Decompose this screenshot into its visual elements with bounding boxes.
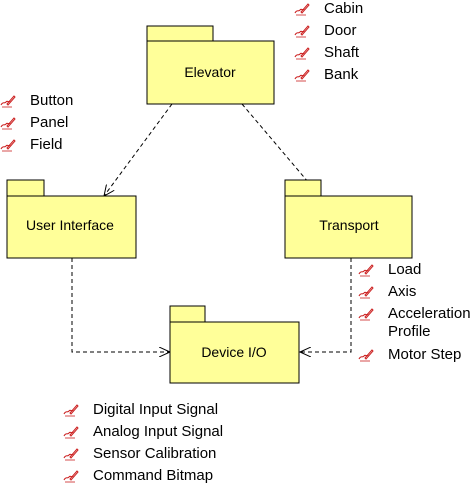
class-item: Analog Input Signal: [63, 423, 223, 445]
class-item-label: Command Bitmap: [93, 467, 214, 484]
class-item-label: Motor Step: [388, 346, 462, 363]
elevator-class-list: Cabin Door Shaft Bank: [294, 0, 363, 88]
class-item: Panel: [0, 114, 73, 136]
transport-class-list: Load Axis Acceleration Profile Motor Ste…: [358, 261, 474, 368]
class-item: Cabin: [294, 0, 363, 22]
class-item: Door: [294, 22, 363, 44]
package-elevator[interactable]: Elevator: [146, 25, 275, 105]
package-device-io-label: Device I/O: [201, 344, 266, 360]
class-item-label: Load: [388, 261, 422, 278]
class-item-label: Digital Input Signal: [93, 401, 219, 418]
dependency-user-interface-to-device-io: [71, 258, 170, 352]
class-item: Axis: [358, 283, 474, 305]
class-icon: [0, 138, 16, 152]
dependency-elevator-to-user-interface: [104, 103, 173, 196]
device-io-class-list: Digital Input Signal Analog Input Signal…: [63, 401, 223, 489]
package-user-interface-label: User Interface: [26, 217, 114, 233]
class-icon: [63, 403, 79, 417]
class-item-label: Button: [30, 92, 74, 109]
class-item-label: Shaft: [324, 44, 360, 61]
class-icon: [0, 94, 16, 108]
class-item-label: Axis: [388, 283, 417, 300]
package-transport-label: Transport: [319, 217, 379, 233]
class-item-label: Field: [30, 136, 63, 153]
class-icon: [358, 263, 374, 277]
class-icon: [0, 116, 16, 130]
class-icon: [63, 425, 79, 439]
dependency-transport-to-device-io: [300, 258, 352, 352]
user-interface-class-list: Button Panel Field: [0, 92, 73, 158]
class-item-label: Analog Input Signal: [93, 423, 224, 440]
class-item-label: Acceleration Profile: [388, 305, 471, 340]
class-icon: [294, 68, 310, 82]
class-icon: [63, 469, 79, 483]
package-user-interface[interactable]: User Interface: [6, 179, 137, 259]
package-device-io[interactable]: Device I/O: [169, 305, 300, 384]
class-item: Shaft: [294, 44, 363, 66]
class-item-label: Bank: [324, 66, 359, 83]
class-item: Acceleration Profile: [358, 305, 474, 346]
class-item: Digital Input Signal: [63, 401, 223, 423]
class-item: Load: [358, 261, 474, 283]
class-item: Button: [0, 92, 73, 114]
class-item: Motor Step: [358, 346, 474, 368]
class-item-label: Cabin: [324, 0, 364, 17]
class-icon: [294, 2, 310, 16]
class-icon: [358, 285, 374, 299]
class-item: Bank: [294, 66, 363, 88]
class-item: Field: [0, 136, 73, 158]
class-icon: [294, 24, 310, 38]
package-elevator-label: Elevator: [184, 64, 236, 80]
class-icon: [358, 307, 374, 321]
class-item: Command Bitmap: [63, 467, 223, 489]
class-icon: [63, 447, 79, 461]
class-item-label: Sensor Calibration: [93, 445, 217, 462]
package-transport[interactable]: Transport: [284, 179, 413, 259]
class-icon: [358, 348, 374, 362]
class-item-label: Panel: [30, 114, 69, 131]
class-item: Sensor Calibration: [63, 445, 223, 467]
class-icon: [294, 46, 310, 60]
class-item-label: Door: [324, 22, 357, 39]
